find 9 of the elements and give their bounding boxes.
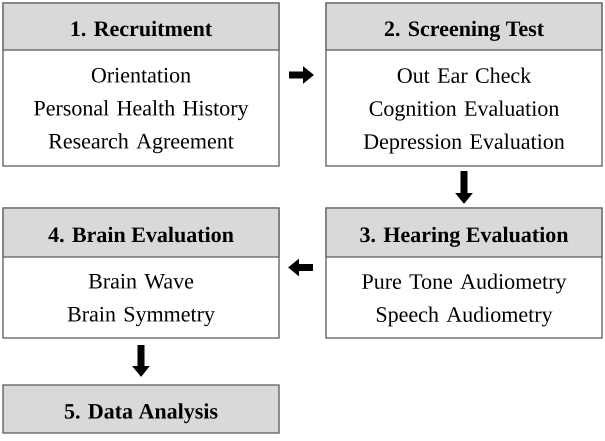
step-text: Out Ear Check Cognition Evaluation Depression Evaluation — [364, 68, 564, 154]
heading-band: 4. Brain Evaluation — [2, 207, 280, 258]
step-text: Orientation Personal Health History Research Agreement — [34, 68, 248, 154]
step-text: Brain Wave Brain Symmetry — [68, 274, 215, 326]
heading-band: 2. Screening Test — [325, 2, 603, 51]
step-text: Pure Tone Audiometry Speech Audiometry — [362, 273, 566, 326]
heading-band: 3. Hearing Evaluation — [325, 207, 603, 258]
step-box: 5. Data Analysis — [2, 384, 280, 434]
heading-band: 1. Recruitment — [2, 2, 280, 51]
